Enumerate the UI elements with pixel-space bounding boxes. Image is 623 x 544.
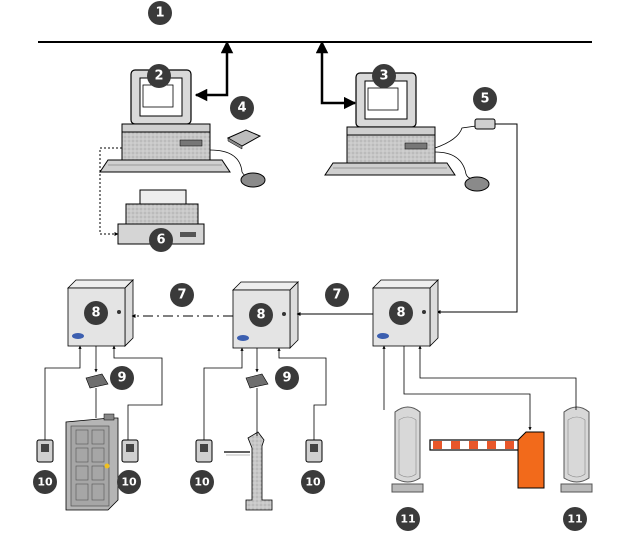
vehicle-detector-icon	[391, 406, 424, 493]
badge-8-left: 8	[84, 301, 108, 325]
badge-8-middle: 8	[249, 303, 273, 327]
lock-device-icon	[245, 373, 269, 389]
svg-text:11: 11	[400, 513, 415, 526]
lock-device-icon	[85, 373, 109, 389]
workstation-3	[324, 72, 490, 192]
workstation-2	[99, 69, 266, 188]
badge-7-right: 7	[325, 283, 349, 307]
link-converter-controller	[436, 123, 518, 314]
card-reader-slot	[200, 444, 208, 452]
badge-9-middle: 9	[275, 366, 299, 390]
badge-11-left: 11	[396, 507, 420, 531]
svg-text:11: 11	[567, 513, 582, 526]
badge-3: 3	[372, 64, 396, 88]
svg-text:8: 8	[396, 306, 405, 321]
turnstile-icon	[224, 431, 273, 511]
badge-10-3: 10	[190, 470, 214, 494]
door-icon	[65, 413, 119, 511]
badge-2: 2	[147, 64, 171, 88]
wire-reader-b2	[277, 347, 327, 440]
badge-6: 6	[149, 228, 173, 252]
svg-text:8: 8	[91, 306, 100, 321]
wire-reader-b1	[203, 347, 244, 440]
svg-text:7: 7	[177, 288, 186, 303]
svg-text:7: 7	[332, 288, 341, 303]
badge-4: 4	[230, 96, 254, 120]
badge-1: 1	[148, 1, 172, 25]
badge-10-4: 10	[301, 470, 325, 494]
card-reader-slot	[310, 444, 318, 452]
converter-icon	[474, 118, 496, 130]
vehicle-detector-icon	[560, 406, 593, 493]
barrier-gate-icon	[429, 431, 545, 489]
mouse-icon	[464, 176, 490, 192]
mouse-icon	[240, 172, 266, 188]
link-bus-workstation-2	[194, 40, 234, 102]
badge-9-left: 9	[110, 366, 134, 390]
wire-reader-a2	[112, 345, 163, 440]
svg-text:2: 2	[154, 69, 163, 84]
svg-text:1: 1	[155, 6, 164, 21]
badge-5: 5	[473, 87, 497, 111]
svg-text:10: 10	[37, 476, 53, 489]
svg-text:9: 9	[282, 371, 291, 386]
badge-8-right: 8	[389, 301, 413, 325]
svg-text:10: 10	[121, 476, 137, 489]
badge-10-2: 10	[117, 470, 141, 494]
svg-text:10: 10	[194, 476, 210, 489]
svg-text:6: 6	[156, 233, 165, 248]
svg-text:3: 3	[379, 69, 388, 84]
wire-reader-a1	[44, 345, 82, 440]
svg-text:5: 5	[480, 92, 489, 107]
svg-text:10: 10	[305, 476, 321, 489]
wire-barrier-c	[403, 346, 532, 431]
link-bus-workstation-3	[315, 40, 357, 110]
badge-10-1: 10	[33, 470, 57, 494]
svg-text:8: 8	[256, 308, 265, 323]
svg-text:9: 9	[117, 371, 126, 386]
card-reader-slot	[126, 444, 134, 452]
svg-text:4: 4	[237, 101, 246, 116]
badge-11-right: 11	[563, 507, 587, 531]
card-reader-slot	[41, 444, 49, 452]
badge-7-left: 7	[170, 283, 194, 307]
link-workstation-printer	[99, 147, 122, 236]
wire-detector-c2	[418, 345, 577, 410]
floppy-disk-icon	[226, 129, 262, 150]
